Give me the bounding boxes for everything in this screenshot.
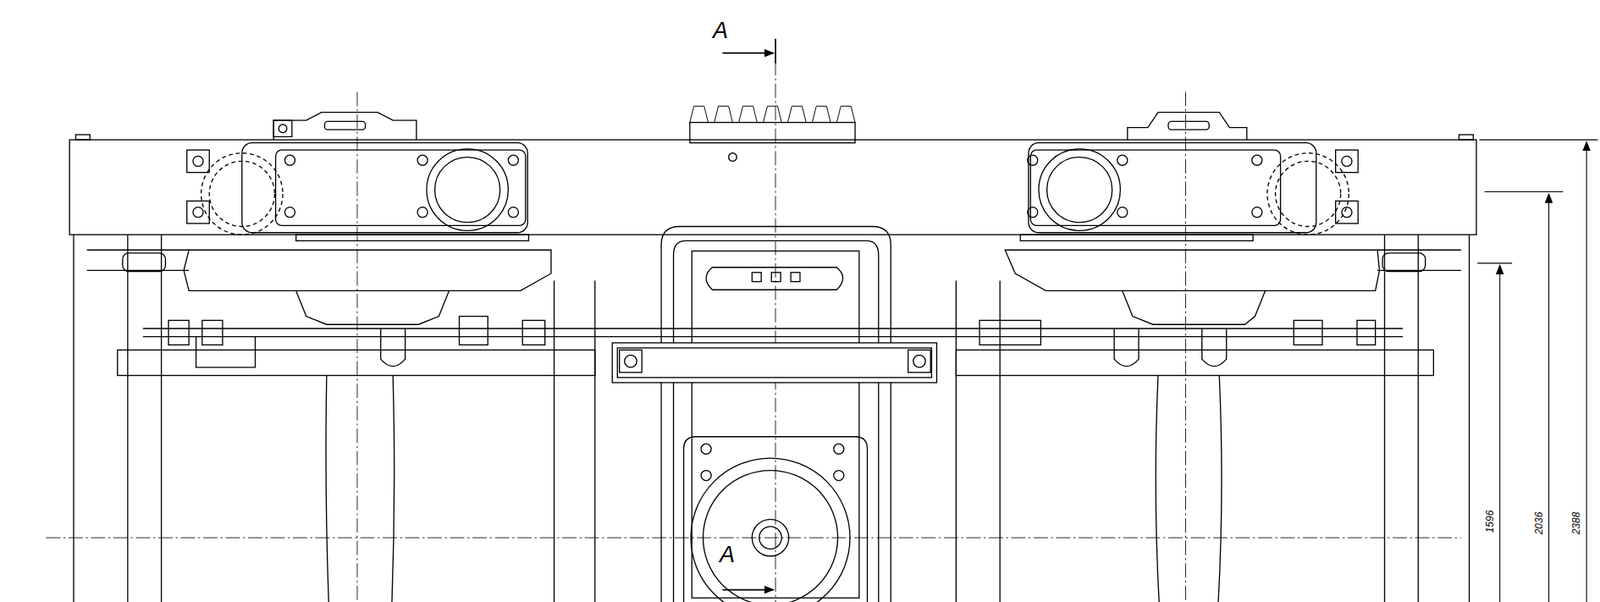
section-mark: A: [712, 19, 729, 43]
section-mark: A: [719, 543, 735, 567]
dimension-value: 1596: [1484, 509, 1496, 535]
dimension-value: 2036: [1533, 511, 1545, 536]
dimension-value: 2388: [1571, 511, 1582, 536]
